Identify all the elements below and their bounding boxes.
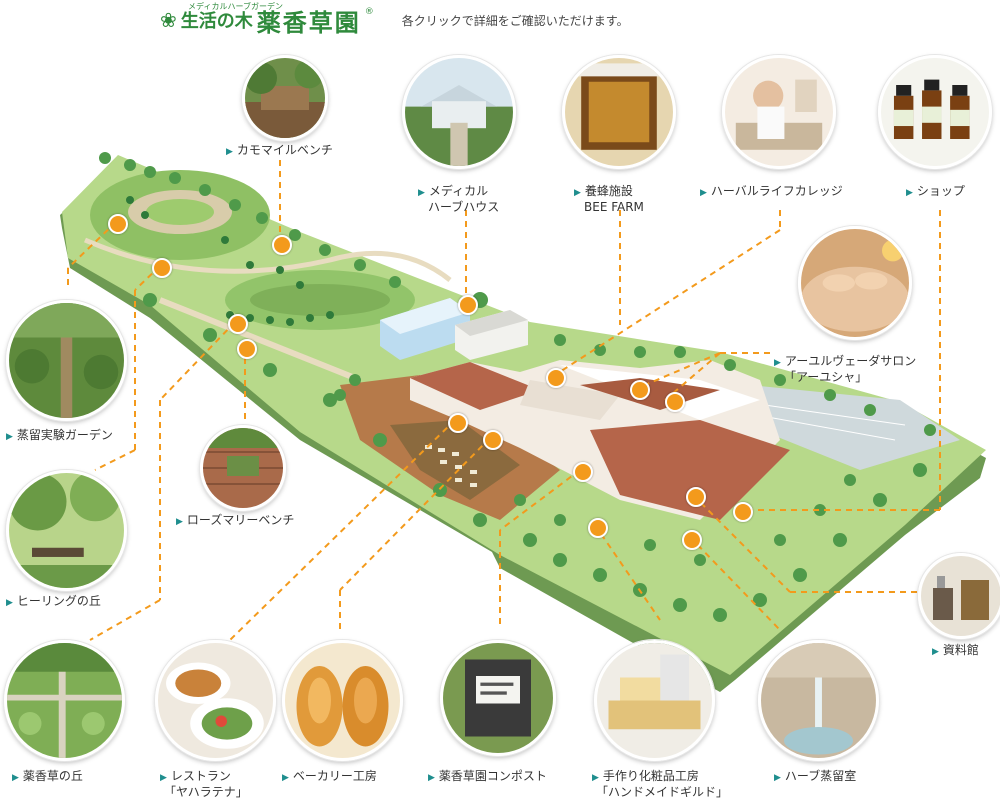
hotspot-rosemary-bench[interactable] — [237, 339, 257, 359]
hotspot-compost[interactable] — [573, 462, 593, 482]
logo[interactable]: ❀ メディカルハーブガーデン 生活の木 薬香草園 ® — [160, 1, 374, 38]
hotspot-restaurant[interactable] — [448, 413, 468, 433]
play-marker-icon: ▶ — [160, 773, 167, 783]
play-marker-icon: ▶ — [428, 773, 435, 783]
label-text: ベーカリー工房 — [292, 769, 377, 783]
label-distill-room[interactable]: ▶ハーブ蒸留室 — [774, 769, 856, 785]
compost-photo-icon[interactable] — [440, 640, 556, 756]
play-marker-icon: ▶ — [592, 773, 599, 783]
label-bee-farm[interactable]: ▶養蜂施設 BEE FARM — [574, 184, 644, 214]
hotspot-medical-herb-house[interactable] — [458, 295, 478, 315]
oil-bottles-photo-icon[interactable] — [878, 55, 992, 169]
distill-photo-icon[interactable] — [758, 640, 879, 761]
logo-tagline: メディカルハーブガーデン — [188, 1, 283, 11]
archive-photo-icon[interactable] — [918, 553, 1000, 639]
play-marker-icon: ▶ — [6, 432, 13, 442]
label-chamomile-bench[interactable]: ▶カモマイルベンチ — [226, 143, 333, 159]
hotspot-archive[interactable] — [686, 487, 706, 507]
label-shop[interactable]: ▶ショップ — [906, 184, 965, 200]
label-text-line1: 養蜂施設 — [584, 184, 633, 198]
label-archive[interactable]: ▶資料館 — [932, 643, 979, 659]
label-text-line1: 手作り化粧品工房 — [602, 769, 699, 783]
leader-lines — [67, 160, 941, 641]
play-marker-icon: ▶ — [932, 647, 939, 657]
label-compost[interactable]: ▶薬香草園コンポスト — [428, 769, 547, 785]
label-text: ローズマリーベンチ — [186, 513, 295, 527]
label-text: 蒸留実験ガーデン — [16, 428, 113, 442]
play-marker-icon: ▶ — [12, 773, 19, 783]
play-marker-icon: ▶ — [226, 147, 233, 157]
label-healing-hill[interactable]: ▶ヒーリングの丘 — [6, 594, 101, 610]
logo-name-secondary: 薬香草園 — [256, 8, 361, 37]
label-rosemary-bench[interactable]: ▶ローズマリーベンチ — [176, 513, 294, 529]
soap-photo-icon[interactable] — [594, 640, 715, 761]
label-text: 資料館 — [942, 643, 979, 657]
play-marker-icon: ▶ — [282, 773, 289, 783]
play-marker-icon: ▶ — [774, 358, 781, 368]
instruction-text: 各クリックで詳細をご確認いただけます。 — [401, 13, 629, 28]
label-college[interactable]: ▶ハーバルライフカレッジ — [700, 184, 843, 200]
play-marker-icon: ▶ — [906, 188, 913, 198]
play-marker-icon: ▶ — [176, 517, 183, 527]
massage-photo-icon[interactable] — [798, 226, 912, 340]
label-ayurveda-salon[interactable]: ▶アーユルヴェーダサロン 「アーユシャ」 — [774, 354, 916, 384]
honeycomb-photo-icon[interactable] — [562, 55, 676, 169]
hotspot-chamomile-bench[interactable] — [272, 235, 292, 255]
hotspot-herb-hill[interactable] — [228, 314, 248, 334]
hotspot-handmade[interactable] — [588, 518, 608, 538]
bench-photo-icon[interactable] — [242, 55, 328, 141]
east-roof — [590, 420, 790, 520]
leaf-logo-icon: ❀ — [160, 8, 177, 32]
label-text: ハーバルライフカレッジ — [710, 184, 843, 198]
trees — [99, 152, 936, 622]
hill-photo-icon[interactable] — [6, 470, 127, 591]
label-text: ショップ — [916, 184, 965, 198]
label-text: カモマイルベンチ — [236, 143, 333, 157]
play-marker-icon: ▶ — [418, 188, 425, 198]
hotspot-college[interactable] — [546, 368, 566, 388]
brick-bench-photo-icon[interactable] — [200, 425, 286, 511]
label-text-line2: ハーブハウス — [428, 200, 500, 214]
header: ❀ メディカルハーブガーデン 生活の木 薬香草園 ® 各クリックで詳細をご確認い… — [160, 2, 629, 37]
garden-photo-icon[interactable] — [6, 300, 127, 421]
hotspot-bakery[interactable] — [483, 430, 503, 450]
herb-hill-photo-icon[interactable] — [4, 640, 125, 761]
registered-mark: ® — [364, 6, 374, 17]
label-text-line1: レストラン — [170, 769, 231, 783]
label-text-line2: 「ハンドメイドギルド」 — [596, 785, 729, 799]
hotspot-shop[interactable] — [733, 502, 753, 522]
dish-photo-icon[interactable] — [155, 640, 276, 761]
label-bakery[interactable]: ▶ベーカリー工房 — [282, 769, 377, 785]
main-roof — [410, 362, 540, 410]
play-marker-icon: ▶ — [700, 188, 707, 198]
hotspot-distill-garden[interactable] — [108, 214, 128, 234]
label-text: 薬香草の丘 — [22, 769, 83, 783]
label-restaurant[interactable]: ▶レストラン 「ヤハラテナ」 — [160, 769, 248, 799]
hotspot-distill-room[interactable] — [682, 530, 702, 550]
hotspot-healing-hill[interactable] — [152, 258, 172, 278]
label-text-line1: アーユルヴェーダサロン — [784, 354, 917, 368]
play-marker-icon: ▶ — [6, 598, 13, 608]
hotspot-bee-farm[interactable] — [630, 380, 650, 400]
play-marker-icon: ▶ — [574, 188, 581, 198]
label-text-line2: BEE FARM — [584, 200, 644, 214]
hotspot-ayurveda[interactable] — [665, 392, 685, 412]
label-text: 薬香草園コンポスト — [438, 769, 547, 783]
label-text: ヒーリングの丘 — [16, 594, 101, 608]
greenhouse-photo-icon[interactable] — [402, 55, 516, 169]
college-photo-icon[interactable] — [722, 55, 836, 169]
play-marker-icon: ▶ — [774, 773, 781, 783]
label-text-line2: 「アーユシャ」 — [784, 370, 868, 384]
logo-name-primary: 生活の木 — [180, 11, 253, 32]
label-herb-hill[interactable]: ▶薬香草の丘 — [12, 769, 83, 785]
label-text-line2: 「ヤハラテナ」 — [164, 785, 248, 799]
label-medical-herb-house[interactable]: ▶メディカル ハーブハウス — [418, 184, 499, 214]
label-handmade-guild[interactable]: ▶手作り化粧品工房 「ハンドメイドギルド」 — [592, 769, 728, 799]
label-text-line1: メディカル — [428, 184, 489, 198]
label-text: ハーブ蒸留室 — [784, 769, 857, 783]
label-distill-garden[interactable]: ▶蒸留実験ガーデン — [6, 428, 113, 444]
bread-photo-icon[interactable] — [282, 640, 403, 761]
